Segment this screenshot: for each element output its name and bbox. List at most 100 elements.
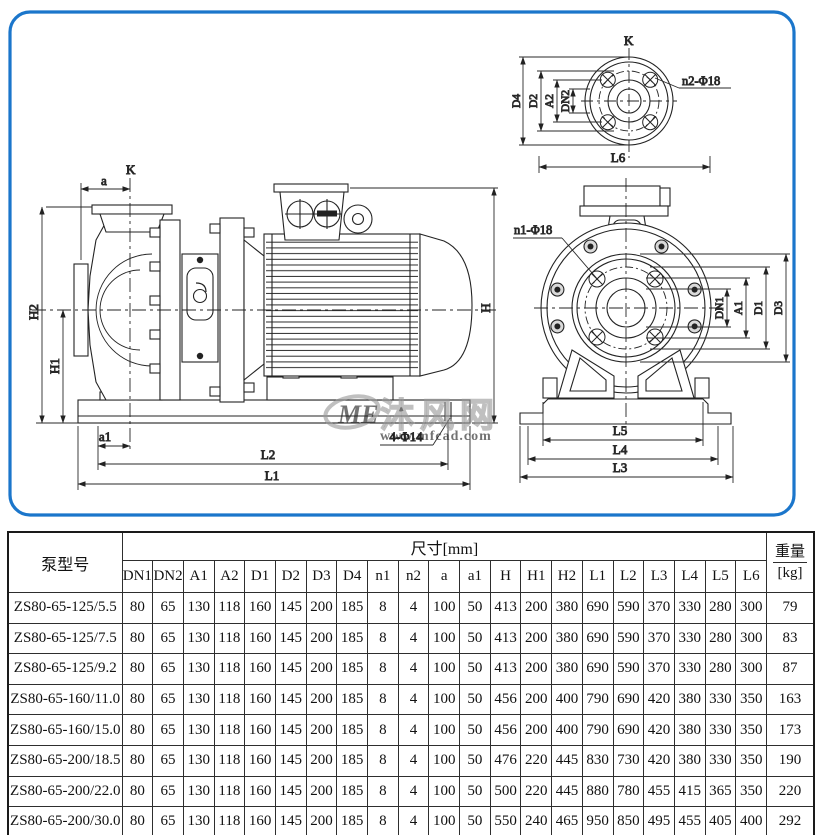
flange-a2-label: A2: [544, 94, 556, 108]
dim-value-cell: 50: [459, 683, 491, 716]
dim-value-cell: 8: [367, 622, 399, 655]
dim-value-cell: 330: [673, 592, 706, 624]
side-view: [32, 178, 500, 452]
dim-value-cell: 330: [704, 744, 737, 777]
dim-value-cell: 80: [121, 653, 154, 685]
dim-value-cell: 145: [274, 683, 307, 716]
dim-value-cell: 220: [520, 744, 553, 777]
dim-value-cell: 160: [244, 592, 276, 624]
watermark-site: www.mfcad.com: [380, 429, 492, 444]
dim-value-cell: 350: [735, 683, 768, 716]
dim-value-cell: 145: [274, 714, 307, 746]
dim-value-cell: 65: [152, 806, 184, 835]
dim-value-cell: 80: [121, 744, 154, 777]
dim-column-header: a: [428, 560, 461, 593]
dim-h2-label: H2: [26, 304, 41, 320]
weight-cell: 87: [766, 653, 815, 685]
dim-value-cell: 130: [182, 622, 215, 655]
dim-value-cell: 550: [489, 806, 522, 835]
dim-value-cell: 413: [489, 653, 522, 685]
watermark-brand: 沐风网: [380, 397, 500, 435]
model-cell: ZS80-65-200/18.5: [7, 744, 123, 777]
dim-value-cell: 4: [397, 683, 430, 716]
dim-value-cell: 370: [643, 622, 675, 655]
dim-value-cell: 790: [581, 683, 614, 716]
dim-value-cell: 118: [213, 622, 246, 655]
dim-value-cell: 145: [274, 806, 307, 835]
dim-value-cell: 200: [520, 622, 553, 655]
dim-value-cell: 590: [612, 653, 645, 685]
dim-value-cell: 160: [244, 683, 276, 716]
dim-value-cell: 65: [152, 622, 184, 655]
dim-column-header: L1: [581, 560, 614, 593]
dim-value-cell: 456: [489, 714, 522, 746]
dim-value-cell: 420: [643, 683, 675, 716]
dim-value-cell: 160: [244, 775, 276, 808]
dim-value-cell: 380: [673, 714, 706, 746]
dim-value-cell: 80: [121, 622, 154, 655]
dim-column-header: L3: [643, 560, 675, 593]
dim-value-cell: 100: [428, 622, 461, 655]
dim-value-cell: 200: [520, 592, 553, 624]
dim-value-cell: 50: [459, 806, 491, 835]
dim-value-cell: 65: [152, 683, 184, 716]
front-dn1-label: DN1: [714, 297, 726, 320]
dim-value-cell: 330: [704, 683, 737, 716]
dim-column-header: L5: [704, 560, 737, 593]
dim-value-cell: 50: [459, 775, 491, 808]
side-view-dimensions: K a H2 H1 H a1 L2 L1 4-Φ14: [26, 162, 498, 490]
dim-value-cell: 370: [643, 592, 675, 624]
dim-l4-label: L4: [613, 442, 628, 457]
flange-view-dimensions: K D4 D2 A2 DN2 n2-Φ18 L6: [511, 33, 731, 173]
dim-value-cell: 160: [244, 622, 276, 655]
dim-column-header: H: [489, 560, 522, 593]
dim-column-header: H1: [520, 560, 553, 593]
dim-value-cell: 830: [581, 744, 614, 777]
dim-value-cell: 690: [612, 714, 645, 746]
dim-value-cell: 4: [397, 744, 430, 777]
model-cell: ZS80-65-160/15.0: [7, 714, 123, 746]
dim-value-cell: 145: [274, 622, 307, 655]
dim-value-cell: 413: [489, 592, 522, 624]
model-cell: ZS80-65-160/11.0: [7, 683, 123, 716]
dim-value-cell: 4: [397, 775, 430, 808]
flange-holes-label: n2-Φ18: [682, 74, 720, 88]
weight-cell: 220: [766, 775, 815, 808]
dim-value-cell: 330: [673, 622, 706, 655]
dim-value-cell: 495: [643, 806, 675, 835]
dim-value-cell: 200: [305, 775, 338, 808]
dim-value-cell: 185: [336, 622, 368, 655]
dim-value-cell: 160: [244, 714, 276, 746]
dim-value-cell: 400: [735, 806, 768, 835]
dim-value-cell: 130: [182, 806, 215, 835]
dim-value-cell: 4: [397, 714, 430, 746]
dim-column-header: n2: [397, 560, 430, 593]
dim-value-cell: 130: [182, 683, 215, 716]
dim-value-cell: 476: [489, 744, 522, 777]
dim-h-label: H: [478, 303, 493, 312]
pump-dimension-drawing: K a H2 H1 H a1 L2 L1 4-Φ14: [8, 10, 796, 517]
model-column-header: 泵型号: [7, 531, 123, 593]
dim-column-header: a1: [459, 560, 491, 593]
dim-column-header: D4: [336, 560, 368, 593]
dim-value-cell: 950: [581, 806, 614, 835]
dim-value-cell: 350: [735, 775, 768, 808]
dim-base-holes-label: 4-Φ14: [389, 429, 423, 444]
dim-value-cell: 185: [336, 806, 368, 835]
dim-value-cell: 200: [520, 714, 553, 746]
dim-value-cell: 380: [673, 744, 706, 777]
dim-value-cell: 400: [551, 683, 583, 716]
dim-column-header: DN2: [152, 560, 184, 593]
dim-value-cell: 4: [397, 592, 430, 624]
dim-column-header: D3: [305, 560, 338, 593]
dim-value-cell: 350: [735, 744, 768, 777]
dim-value-cell: 690: [612, 683, 645, 716]
dim-value-cell: 8: [367, 806, 399, 835]
dim-value-cell: 8: [367, 775, 399, 808]
